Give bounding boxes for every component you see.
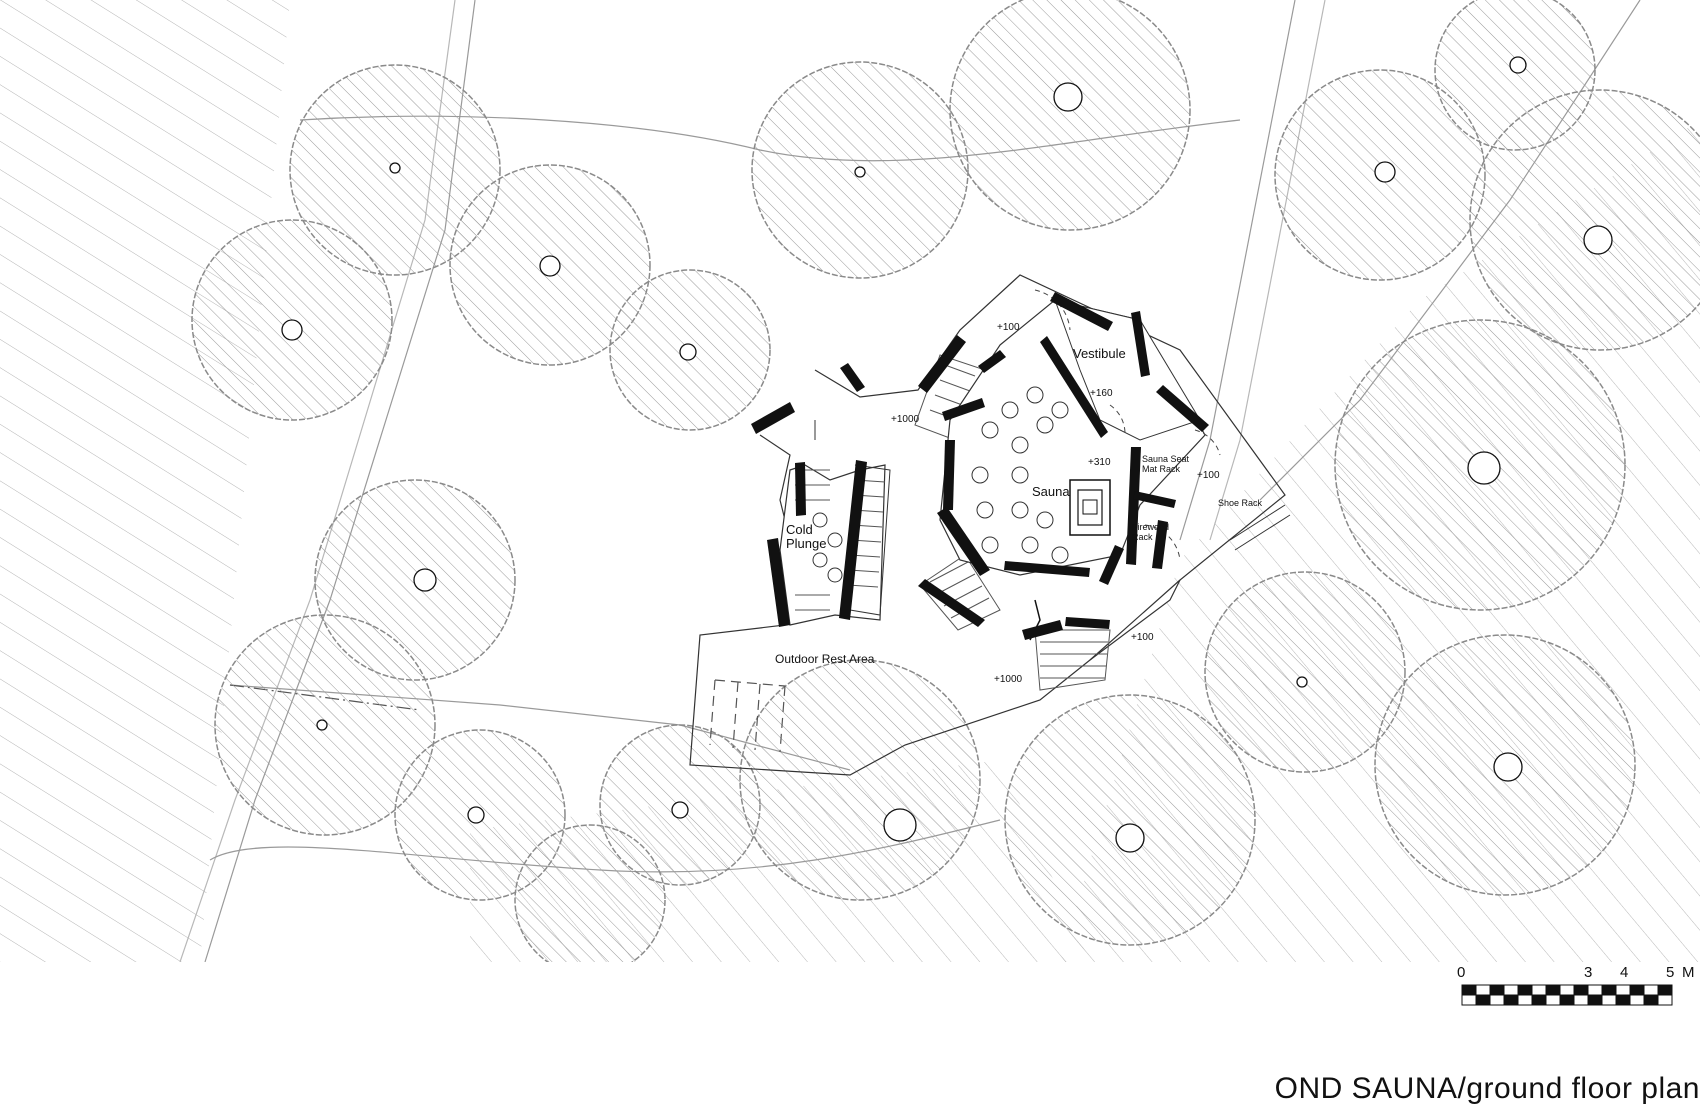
scale-bar-cell <box>1489 994 1505 1006</box>
level-shoe-rack-entry: +100 <box>1197 470 1220 481</box>
scale-bar-cell <box>1573 994 1589 1006</box>
level-deck-south: +1000 <box>994 674 1023 685</box>
tree <box>1004 694 1256 946</box>
tree <box>289 64 501 276</box>
level-vestibule-entry: +100 <box>997 322 1020 333</box>
label-cold-plunge-line2: Plunge <box>786 536 826 551</box>
tree <box>751 61 969 279</box>
sauna-building <box>939 299 1291 641</box>
walls <box>751 292 1209 640</box>
tree <box>949 0 1191 231</box>
scale-bar-cell <box>1531 984 1547 996</box>
scale-bar-cell <box>1615 984 1631 996</box>
scale-bar-cell <box>1545 994 1561 1006</box>
label-sauna: Sauna <box>1032 484 1070 499</box>
label-sauna-seat-mat-rack-line1: Sauna Seat <box>1142 454 1190 464</box>
scale-bar-cell <box>1503 994 1519 1006</box>
level-south-entry: +100 <box>1131 632 1154 643</box>
level-deck-north: +1000 <box>891 414 920 425</box>
scale-bar-cell <box>1601 994 1617 1006</box>
scale-bar-cell <box>1531 994 1547 1006</box>
scale-bar-cell <box>1475 994 1491 1006</box>
scale-bar-cell <box>1517 994 1533 1006</box>
room-labels: Vestibule Sauna Cold Plunge Outdoor Rest… <box>775 346 1263 666</box>
scale-bar-cell <box>1587 994 1603 1006</box>
scale-bar: 0 3 4 5 M <box>1457 964 1695 1006</box>
scale-bar-cell <box>1517 984 1533 996</box>
tree <box>1469 89 1700 351</box>
scale-bar-cell <box>1503 984 1519 996</box>
tree <box>1334 319 1626 611</box>
scale-bar-cell <box>1629 994 1645 1006</box>
scale-bar-cell <box>1601 984 1617 996</box>
scale-bar-cell <box>1559 984 1575 996</box>
scale-bar-cell <box>1643 994 1659 1006</box>
scale-label-3: 3 <box>1584 964 1592 981</box>
tree <box>739 659 981 901</box>
sauna-bench-figures <box>812 386 1069 583</box>
label-cold-plunge-line1: Cold <box>786 522 813 537</box>
scale-unit: M <box>1682 964 1695 981</box>
tree <box>1204 571 1406 773</box>
label-outdoor-rest-area: Outdoor Rest Area <box>775 652 875 666</box>
scale-bar-cell <box>1559 994 1575 1006</box>
level-vestibule-floor: +160 <box>1090 388 1113 399</box>
scale-bar-cell <box>1587 984 1603 996</box>
scale-bar-cell <box>1489 984 1505 996</box>
scale-label-4: 4 <box>1620 964 1628 981</box>
tree <box>214 614 436 836</box>
scale-label-5: 5 <box>1666 964 1674 981</box>
tree <box>609 269 771 431</box>
scale-bar-checker <box>1461 984 1673 1006</box>
scale-bar-cell <box>1475 984 1491 996</box>
label-vestibule: Vestibule <box>1073 346 1126 361</box>
label-shoe-rack: Shoe Rack <box>1218 498 1263 508</box>
tree <box>449 164 651 366</box>
scale-bar-cell <box>1573 984 1589 996</box>
label-firewood-rack-line1: Firewood <box>1132 522 1169 532</box>
drawing-title: OND SAUNA/ground floor plan <box>1274 1072 1700 1105</box>
scale-bar-cell <box>1657 994 1673 1006</box>
scale-bar-cell <box>1657 984 1673 996</box>
label-firewood-rack-line2: Rack <box>1132 532 1153 542</box>
level-sauna-floor: +310 <box>1088 457 1111 468</box>
tree <box>514 824 666 962</box>
scale-bar-cell <box>1615 994 1631 1006</box>
tree <box>1374 634 1636 896</box>
scale-bar-cell <box>1461 994 1477 1006</box>
scale-bar-cell <box>1643 984 1659 996</box>
tree <box>394 729 566 901</box>
scale-bar-cell <box>1461 984 1477 996</box>
tree <box>191 219 393 421</box>
outdoor-benches <box>709 679 786 753</box>
trees <box>191 0 1700 962</box>
scale-label-0: 0 <box>1457 964 1465 981</box>
label-sauna-seat-mat-rack-line2: Mat Rack <box>1142 464 1181 474</box>
scale-bar-cell <box>1629 984 1645 996</box>
ground-hatch-west <box>0 0 290 962</box>
scale-bar-cell <box>1545 984 1561 996</box>
level-marks: +100 +160 +1000 +310 +100 +100 +1000 <box>891 322 1220 685</box>
